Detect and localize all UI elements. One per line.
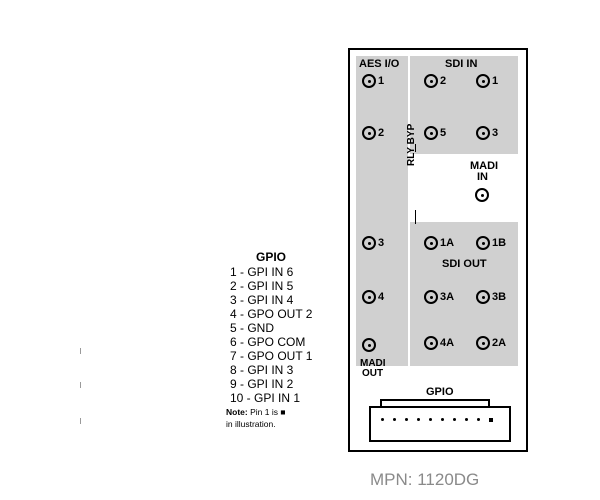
- legend-pin-7: 7 - GPO OUT 1: [230, 349, 313, 363]
- pin-dot-icon: [429, 418, 432, 421]
- sdi-out-port-1b-label: 1B: [492, 237, 507, 249]
- legend-note-line2: in illustration.: [226, 419, 276, 429]
- aes-port-1[interactable]: 1: [362, 74, 384, 88]
- bnc-connector-icon: [424, 336, 438, 350]
- sdi-out-port-3b-label: 3B: [492, 291, 507, 303]
- madi-in-port[interactable]: [475, 188, 489, 202]
- gpio-connector[interactable]: [369, 406, 511, 442]
- faint-tick: [80, 382, 81, 388]
- sdi-out-port-4a[interactable]: 4A: [424, 336, 454, 350]
- madi-out-label-2: OUT: [362, 368, 384, 379]
- madi-out-label-1: MADI: [360, 358, 386, 369]
- sdi-out-port-4a-label: 4A: [440, 337, 455, 349]
- rly-byp-label: RLY BYP: [406, 123, 417, 166]
- sdi-in-port-2[interactable]: 2: [424, 74, 446, 88]
- pin-dot-icon: [405, 418, 408, 421]
- sdi-out-port-3a-label: 3A: [440, 291, 455, 303]
- legend-pin-8: 8 - GPI IN 3: [230, 363, 294, 377]
- aes-port-4[interactable]: 4: [362, 290, 384, 304]
- pin-dot-icon: [417, 418, 420, 421]
- faint-tick: [80, 418, 81, 424]
- legend-pin-5: 5 - GND: [230, 321, 275, 335]
- sdi-in-port-5-label: 5: [440, 127, 447, 139]
- bnc-connector-icon: [362, 236, 376, 250]
- sdi-in-port-1[interactable]: 1: [476, 74, 498, 88]
- legend-pin-2: 2 - GPI IN 5: [230, 279, 294, 293]
- bnc-connector-icon: [424, 126, 438, 140]
- sdi-in-port-1-label: 1: [492, 75, 499, 87]
- bnc-connector-icon: [476, 336, 490, 350]
- bnc-connector-icon: [362, 290, 376, 304]
- sdi-in-port-3[interactable]: 3: [476, 126, 498, 140]
- pin-1-square-icon: [489, 418, 493, 422]
- bnc-connector-icon: [424, 290, 438, 304]
- pin-dot-icon: [465, 418, 468, 421]
- pin-dot-icon: [477, 418, 480, 421]
- sdi-out-title: SDI OUT: [442, 258, 487, 270]
- sdi-in-port-5[interactable]: 5: [424, 126, 446, 140]
- madi-in-label-2: IN: [477, 171, 488, 183]
- madi-out-port[interactable]: [362, 338, 376, 352]
- pin-dot-icon: [393, 418, 396, 421]
- legend-note-text: Pin 1 is ■: [247, 407, 286, 417]
- faint-tick: [80, 348, 81, 354]
- aes-port-2-label: 2: [378, 127, 385, 139]
- legend-pin-4: 4 - GPO OUT 2: [230, 307, 313, 321]
- aes-region: [356, 56, 408, 366]
- legend-pin-1: 1 - GPI IN 6: [230, 265, 294, 279]
- pin-dot-icon: [381, 418, 384, 421]
- legend-pin-10: 10 - GPI IN 1: [230, 391, 301, 405]
- mpn-label: MPN: 1120DG: [370, 470, 480, 489]
- legend-pin-3: 3 - GPI IN 4: [230, 293, 294, 307]
- rear-module-panel: AES I/O 1 2 3 4 SDI IN 2 1 5 3 RLY BYP M…: [348, 48, 528, 452]
- pin-dot-icon: [453, 418, 456, 421]
- aes-port-4-label: 4: [378, 291, 385, 303]
- bnc-connector-icon: [475, 188, 489, 202]
- pin-dot-icon: [441, 418, 444, 421]
- legend-pin-6: 6 - GPO COM: [230, 335, 306, 349]
- bnc-connector-icon: [362, 74, 376, 88]
- legend-title: GPIO: [256, 250, 287, 264]
- bnc-connector-icon: [476, 236, 490, 250]
- sdi-out-port-2a-label: 2A: [492, 337, 507, 349]
- gpio-pinout-legend: GPIO 1 - GPI IN 6 2 - GPI IN 5 3 - GPI I…: [226, 250, 366, 460]
- bnc-connector-icon: [362, 126, 376, 140]
- aes-io-title: AES I/O: [359, 58, 400, 70]
- bnc-connector-icon: [476, 74, 490, 88]
- sdi-out-port-1a-label: 1A: [440, 237, 455, 249]
- sdi-in-port-2-label: 2: [440, 75, 447, 87]
- bnc-connector-icon: [424, 236, 438, 250]
- bnc-connector-icon: [362, 338, 376, 352]
- sdi-in-port-3-label: 3: [492, 127, 499, 139]
- rly-byp-line-top: [415, 144, 416, 152]
- legend-pin-9: 9 - GPI IN 2: [230, 377, 294, 391]
- bnc-connector-icon: [476, 126, 490, 140]
- sdi-out-port-3b[interactable]: 3B: [476, 290, 506, 304]
- aes-port-3[interactable]: 3: [362, 236, 384, 250]
- rly-byp-line-bottom: [415, 210, 416, 224]
- legend-note: Note: Pin 1 is ■: [226, 407, 285, 417]
- sdi-in-title: SDI IN: [445, 58, 478, 70]
- gpio-connector-header: [380, 399, 490, 409]
- madi-in-label-1: MADI: [470, 160, 499, 172]
- aes-port-2[interactable]: 2: [362, 126, 384, 140]
- legend-note-label: Note:: [226, 407, 248, 417]
- gpio-pins: [381, 418, 493, 422]
- aes-port-1-label: 1: [378, 75, 385, 87]
- sdi-out-port-1a[interactable]: 1A: [424, 236, 454, 250]
- aes-port-3-label: 3: [378, 237, 385, 249]
- sdi-out-port-1b[interactable]: 1B: [476, 236, 506, 250]
- sdi-out-port-3a[interactable]: 3A: [424, 290, 454, 304]
- bnc-connector-icon: [476, 290, 490, 304]
- sdi-out-port-2a[interactable]: 2A: [476, 336, 506, 350]
- gpio-title: GPIO: [426, 386, 454, 398]
- bnc-connector-icon: [424, 74, 438, 88]
